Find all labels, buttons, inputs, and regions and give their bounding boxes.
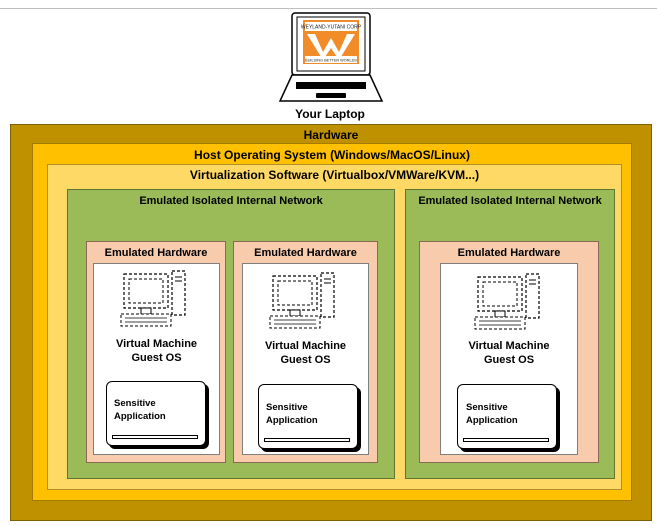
top-divider bbox=[0, 8, 657, 9]
host-os-label: Host Operating System (Windows/MacOS/Lin… bbox=[194, 148, 470, 162]
hardware-label: Hardware bbox=[303, 128, 359, 142]
vm-title-line1: Virtual Machine bbox=[115, 338, 198, 350]
laptop-label: Your Laptop bbox=[295, 107, 365, 121]
computer-icon bbox=[120, 270, 186, 327]
emulated-hardware-label: Emulated Hardware bbox=[104, 247, 208, 259]
app-bar bbox=[264, 438, 350, 442]
network-2-title: Emulated Isolated Internal Network bbox=[418, 195, 602, 207]
laptop-icon: WEYLAND-YUTANI CORP BUILDING BETTER WORL… bbox=[278, 12, 384, 102]
vm-title-line2: Guest OS bbox=[131, 352, 182, 364]
vm-title-line2: Guest OS bbox=[280, 354, 331, 366]
vm-title-line2: Guest OS bbox=[483, 354, 535, 366]
app-bar bbox=[463, 438, 549, 442]
app-label-line1: Sensitive bbox=[114, 398, 156, 409]
app-label-line1: Sensitive bbox=[266, 402, 308, 413]
network-1-title: Emulated Isolated Internal Network bbox=[139, 195, 323, 207]
emulated-hardware-label: Emulated Hardware bbox=[457, 247, 561, 259]
virtualization-label: Virtualization Software (Virtualbox/VMWa… bbox=[189, 168, 480, 182]
computer-icon bbox=[474, 273, 540, 330]
app-bar bbox=[112, 435, 198, 439]
vm-title-line1: Virtual Machine bbox=[468, 340, 550, 352]
emulated-hardware-label: Emulated Hardware bbox=[254, 247, 357, 259]
vm-title-line1: Virtual Machine bbox=[264, 340, 347, 352]
app-label-line2: Application bbox=[466, 415, 518, 426]
svg-text:WEYLAND-YUTANI CORP: WEYLAND-YUTANI CORP bbox=[301, 25, 362, 31]
app-label-line2: Application bbox=[266, 415, 318, 426]
svg-text:BUILDING BETTER WORLDS: BUILDING BETTER WORLDS bbox=[305, 59, 357, 63]
app-label-line2: Application bbox=[114, 411, 166, 422]
app-label-line1: Sensitive bbox=[466, 402, 508, 413]
computer-icon bbox=[269, 272, 335, 329]
